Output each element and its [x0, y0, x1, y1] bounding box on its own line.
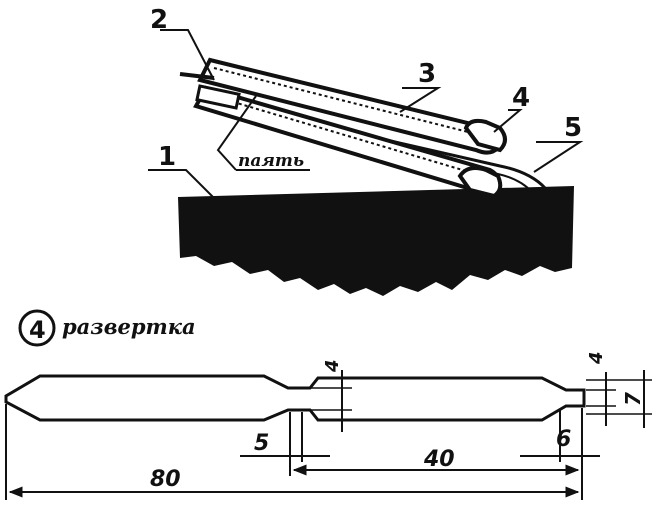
dim-6: 6 — [556, 427, 571, 452]
pattern-outline — [4, 374, 586, 422]
dim-4-neck: 4 — [322, 359, 343, 373]
pin — [179, 72, 215, 80]
base-block — [178, 186, 574, 296]
solder-note: паять — [238, 151, 304, 171]
dim-5: 5 — [254, 431, 269, 456]
callout-5: 5 — [564, 113, 582, 143]
dim-40: 40 — [423, 447, 455, 472]
assembly-illustration: 2 3 4 5 1 паять — [148, 5, 584, 296]
clamp-block — [195, 84, 241, 110]
dim-4-tip: 4 — [586, 351, 607, 365]
section-caption: 4 развертка — [18, 309, 196, 347]
dim-7: 7 — [621, 392, 645, 406]
section-number: 4 — [29, 316, 46, 344]
callout-4: 4 — [512, 83, 530, 113]
callout-2: 2 — [150, 5, 168, 35]
callout-3: 3 — [418, 59, 436, 89]
dim-80: 80 — [150, 467, 181, 492]
section-number-circle — [18, 309, 56, 347]
callout-1: 1 — [158, 142, 176, 172]
section-caption-text: развертка — [62, 314, 196, 339]
wire-rod — [211, 98, 547, 190]
flat-pattern: 80 40 5 6 4 4 7 — [4, 351, 652, 500]
